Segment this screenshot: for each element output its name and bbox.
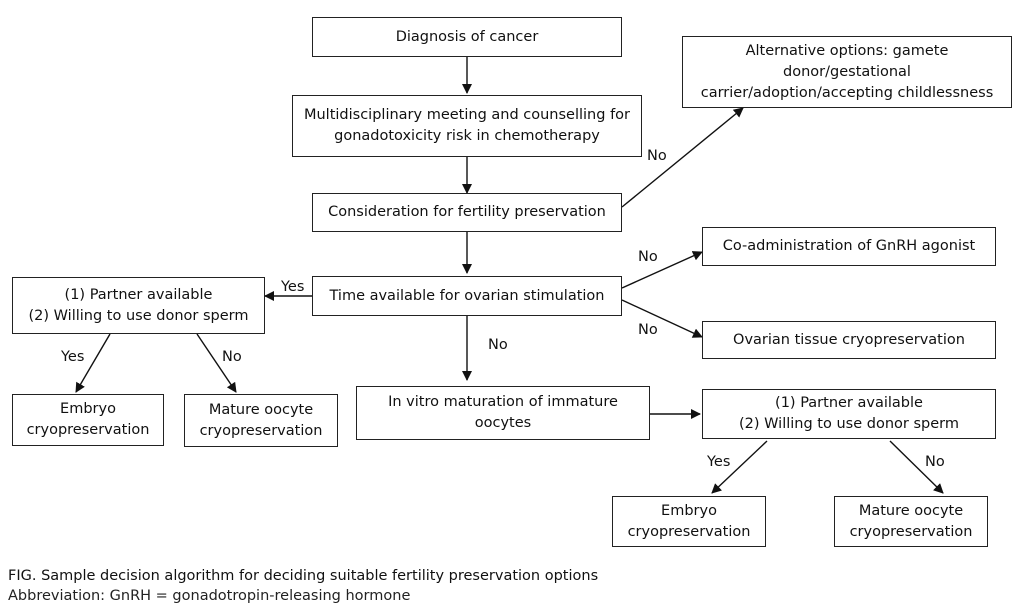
arrow-partner-right-to-oocyte-right [889,440,944,494]
arrow-partner-left-to-embryo-left [75,333,111,393]
label-no-ivm: No [488,337,508,353]
arrow-partner-right-to-embryo-right [711,440,768,494]
label-no-coadmin: No [638,249,658,265]
node-embryo-right: Embryo cryopreservation [612,496,766,547]
node-consideration: Consideration for fertility preservation [312,193,622,232]
arrow-partner-left-to-oocyte-left [196,333,237,393]
label-no-oocyte-left: No [222,349,242,365]
node-coadministration: Co-administration of GnRH agonist [702,227,996,266]
node-multidisciplinary-meeting: Multidisciplinary meeting and counsellin… [292,95,642,157]
label-yes-embryo-right: Yes [707,454,731,470]
node-ovarian-tissue: Ovarian tissue cryopreservation [702,321,996,359]
label-yes-embryo-left: Yes [61,349,85,365]
arrow-time-to-ovarian-tissue [621,299,703,338]
caption-title: FIG. Sample decision algorithm for decid… [8,568,599,584]
caption-abbreviation: Abbreviation: GnRH = gonadotropin-releas… [8,588,411,604]
node-alternative-options: Alternative options: gamete donor/gestat… [682,36,1012,108]
label-no-ovarian-tissue: No [638,322,658,338]
node-in-vitro-maturation: In vitro maturation of immature oocytes [356,386,650,440]
node-oocyte-right: Mature oocyte cryopreservation [834,496,988,547]
node-oocyte-left: Mature oocyte cryopreservation [184,394,338,447]
node-partner-right: (1) Partner available (2) Willing to use… [702,389,996,439]
arrow-time-to-coadmin [621,251,703,289]
arrow-consideration-to-alternative [621,107,744,208]
label-yes-partner-left: Yes [281,279,305,295]
node-diagnosis: Diagnosis of cancer [312,17,622,57]
label-no-alternative: No [647,148,667,164]
node-time-available: Time available for ovarian stimulation [312,276,622,316]
node-embryo-left: Embryo cryopreservation [12,394,164,446]
node-partner-left: (1) Partner available (2) Willing to use… [12,277,265,334]
figure-caption: FIG. Sample decision algorithm for decid… [8,566,598,606]
label-no-oocyte-right: No [925,454,945,470]
